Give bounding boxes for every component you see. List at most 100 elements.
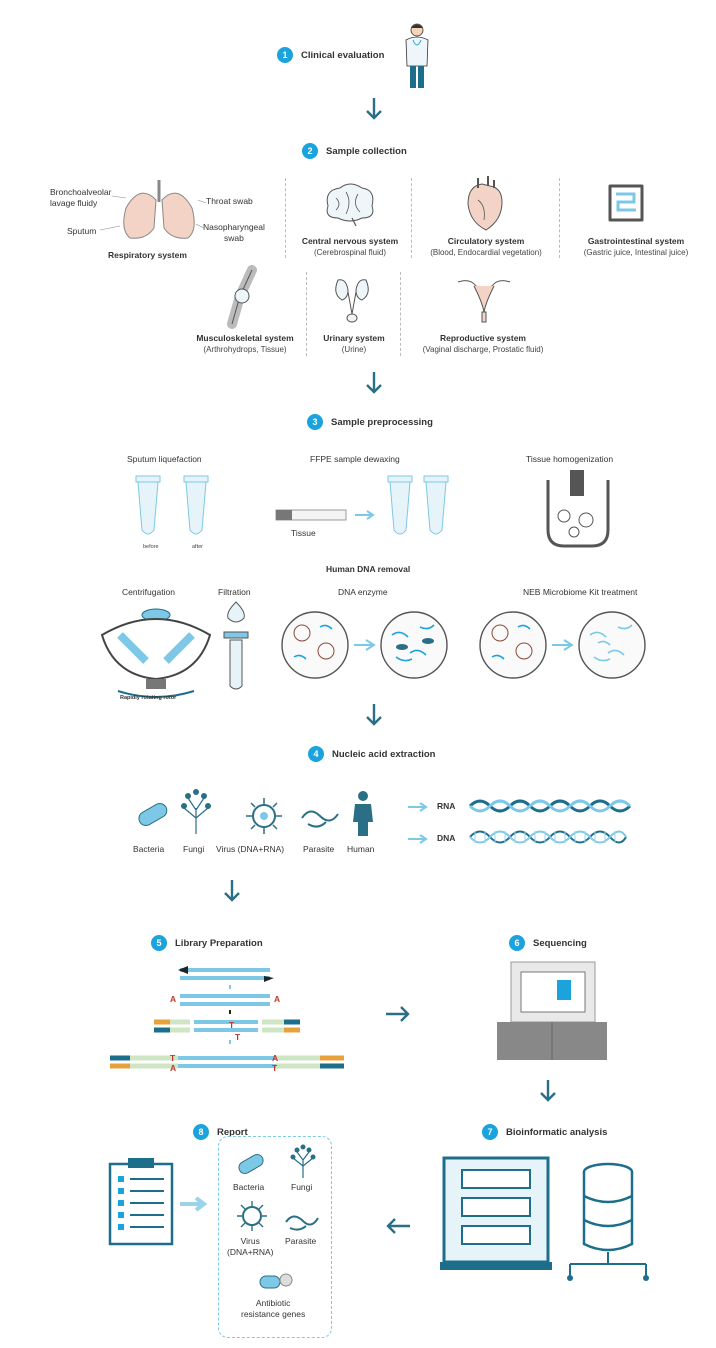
step-5: 5 Library Preparation xyxy=(151,935,263,951)
step-title: Report xyxy=(217,1126,248,1138)
virus-label: Virus (DNA+RNA) xyxy=(216,844,285,854)
base-t: T xyxy=(170,1053,176,1063)
tissue-label: Tissue xyxy=(291,528,316,538)
step-number: 8 xyxy=(193,1124,209,1140)
right-arrow-icon xyxy=(180,1196,208,1212)
homogenizer-icon xyxy=(546,470,610,548)
right-arrow-icon xyxy=(355,510,375,520)
step-8: 8 Report xyxy=(193,1124,248,1140)
step-7: 7 Bioinformatic analysis xyxy=(482,1124,607,1140)
virus-icon xyxy=(246,798,282,834)
reproductive-label: Reproductive system (Vaginal discharge, … xyxy=(410,333,556,355)
human-icon xyxy=(353,791,373,836)
uri-sub: (Urine) xyxy=(341,344,367,354)
down-arrow-icon xyxy=(366,704,382,726)
cns-name: Central nervous system xyxy=(301,236,399,246)
step-title: Sample preprocessing xyxy=(331,416,433,428)
kidney-icon xyxy=(335,279,369,323)
report-fungi-label: Fungi xyxy=(291,1182,313,1192)
respiratory-system-label: Respiratory system xyxy=(108,250,187,260)
slide-icon xyxy=(275,509,347,521)
base-t: T xyxy=(272,1063,278,1073)
rep-name: Reproductive system xyxy=(440,333,526,343)
step-4: 4 Nucleic acid extraction xyxy=(308,746,435,762)
tube-pair-icon xyxy=(135,475,209,535)
report-virus-label: Virus (DNA+RNA) xyxy=(227,1236,274,1257)
divider xyxy=(400,272,401,356)
down-arrow-icon xyxy=(366,372,382,394)
heart-icon xyxy=(467,176,503,231)
step-number: 1 xyxy=(277,47,293,63)
base-a: A xyxy=(170,994,177,1004)
label-throat-swab: Throat swab xyxy=(206,196,253,206)
left-arrow-icon xyxy=(386,1218,410,1234)
homogenization-label: Tissue homogenization xyxy=(526,454,614,464)
divider xyxy=(411,178,412,258)
report-result-box xyxy=(218,1136,332,1338)
step-title: Sequencing xyxy=(533,937,587,949)
cns-label: Central nervous system (Cerebrospinal fl… xyxy=(290,236,410,258)
tube-pair-icon xyxy=(387,475,449,535)
step-2: 2 Sample collection xyxy=(302,143,407,159)
down-arrow-icon xyxy=(366,98,382,120)
sequencer-icon xyxy=(497,961,607,1060)
knee-joint-icon xyxy=(227,265,257,329)
bacteria-icon xyxy=(238,1154,264,1174)
after-label: after xyxy=(192,544,204,550)
step-title: Sample collection xyxy=(326,145,407,157)
base-t: T xyxy=(229,1020,235,1030)
right-arrow-icon xyxy=(386,1006,410,1022)
label-sputum: Sputum xyxy=(67,226,97,236)
pills-icon xyxy=(259,1273,293,1289)
ffpe-label: FFPE sample dewaxing xyxy=(310,454,400,464)
dna-enzyme-label: DNA enzyme xyxy=(338,587,388,597)
cns-sub: (Cerebrospinal fluid) xyxy=(313,247,387,257)
step-number: 6 xyxy=(509,935,525,951)
divider xyxy=(285,178,286,258)
filtration-label: Filtration xyxy=(218,587,251,597)
dna-helix-icon xyxy=(469,830,627,844)
centrifugation-label: Centrifugation xyxy=(122,587,175,597)
step-1: 1 Clinical evaluation xyxy=(277,47,384,63)
neb-diagram xyxy=(479,611,646,679)
centrifuge-icon xyxy=(100,608,212,698)
circ-name: Circulatory system xyxy=(447,236,525,246)
doctor-icon xyxy=(405,23,429,88)
gi-name: Gastrointestinal system xyxy=(587,236,685,246)
base-a: A xyxy=(170,1063,177,1073)
step-3: 3 Sample preprocessing xyxy=(307,414,433,430)
fungi-icon xyxy=(181,789,211,834)
bacteria-label: Bacteria xyxy=(133,844,165,854)
report-abr-label: Antibiotic resistance genes xyxy=(241,1298,306,1319)
report-parasite-label: Parasite xyxy=(285,1236,317,1246)
neb-label: NEB Microbiome Kit treatment xyxy=(523,587,638,597)
report-bacteria-label: Bacteria xyxy=(233,1182,265,1192)
sputum-liquefaction-label: Sputum liquefaction xyxy=(127,454,202,464)
library-prep-diagram xyxy=(110,966,344,1069)
step-number: 7 xyxy=(482,1124,498,1140)
fungi-label: Fungi xyxy=(183,844,205,854)
step-number: 3 xyxy=(307,414,323,430)
dna-label: DNA xyxy=(437,833,456,843)
dna-enzyme-diagram xyxy=(281,611,448,679)
human-dna-removal-label: Human DNA removal xyxy=(326,564,411,574)
msk-label: Musculoskeletal system (Arthrohydrops, T… xyxy=(180,333,310,355)
base-a: A xyxy=(274,994,281,1004)
step-6: 6 Sequencing xyxy=(509,935,587,951)
circulatory-label: Circulatory system (Blood, Endocardial v… xyxy=(413,236,559,258)
filter-icon xyxy=(223,601,249,690)
msk-name: Musculoskeletal system xyxy=(196,333,294,343)
fungi-icon xyxy=(290,1144,316,1178)
divider xyxy=(306,272,307,356)
parasite-icon xyxy=(285,1215,319,1231)
lungs-icon xyxy=(123,180,195,239)
clipboard-report-icon xyxy=(108,1158,174,1246)
leader-lines xyxy=(99,195,207,231)
label-bal: Bronchoalveolar lavage fluidy xyxy=(50,187,112,208)
brain-icon xyxy=(326,183,374,227)
bacteria-icon xyxy=(138,803,168,826)
before-label: before xyxy=(143,544,159,550)
down-arrow-icon xyxy=(224,880,240,902)
parasite-label: Parasite xyxy=(303,844,335,854)
step-title: Clinical evaluation xyxy=(301,49,385,61)
